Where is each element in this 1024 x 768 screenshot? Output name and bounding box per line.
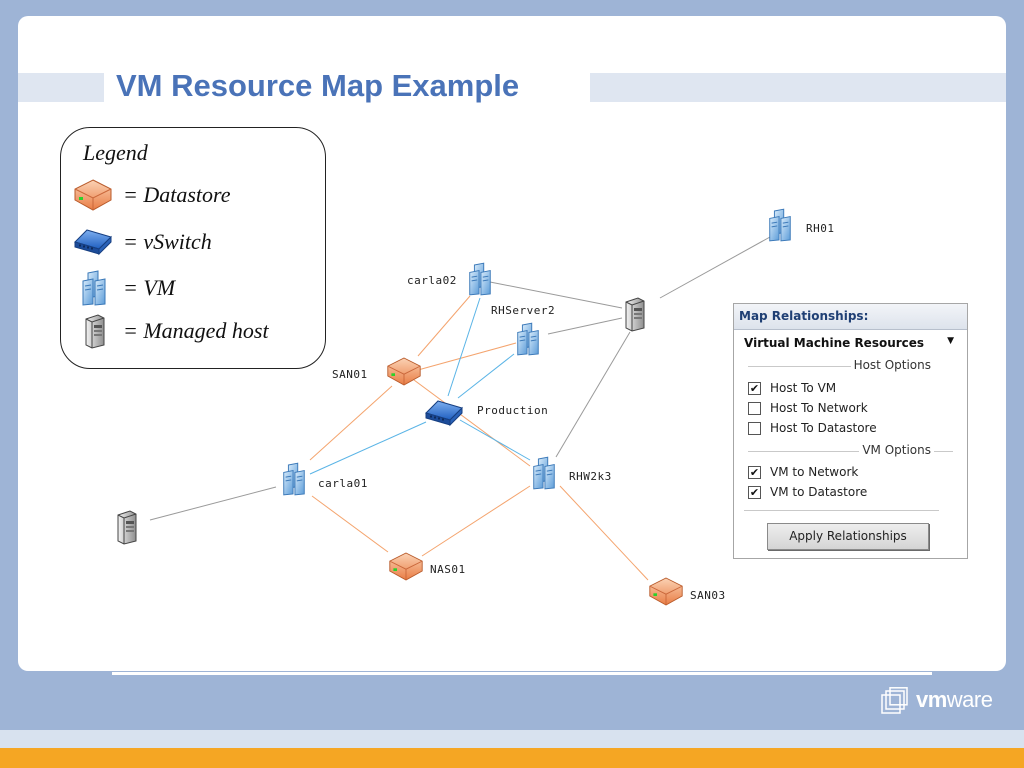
link-ds-carla01-san01 bbox=[309, 385, 393, 461]
vm-icon bbox=[283, 462, 305, 496]
link-ds-rhw2k3-nas01 bbox=[421, 485, 531, 557]
title-band-left bbox=[18, 73, 104, 102]
link-ds-carla01-nas01 bbox=[311, 495, 389, 553]
link-net-rhserver2-production bbox=[457, 353, 515, 399]
vmware-logo: vmware bbox=[880, 687, 1000, 717]
checkbox-vm-to-datastore[interactable]: ✔ bbox=[748, 486, 761, 499]
checkbox-vm-to-network[interactable]: ✔ bbox=[748, 466, 761, 479]
option-label-vm-to-datastore: VM to Datastore bbox=[770, 485, 868, 499]
view-select-value: Virtual Machine Resources bbox=[744, 336, 925, 350]
node-san01[interactable]: SAN01 bbox=[332, 357, 421, 386]
node-label-production: Production bbox=[477, 404, 548, 417]
option-host-to-network[interactable]: Host To Network bbox=[748, 400, 948, 416]
checkbox-host-to-datastore[interactable] bbox=[748, 422, 761, 435]
checkbox-host-to-network[interactable] bbox=[748, 402, 761, 415]
node-label-nas01: NAS01 bbox=[430, 563, 466, 576]
option-label-host-to-vm: Host To VM bbox=[770, 381, 837, 395]
datastore-icon bbox=[389, 552, 423, 581]
link-ds-rhw2k3-san03 bbox=[559, 485, 649, 581]
node-nas01[interactable]: NAS01 bbox=[389, 552, 466, 581]
link-host-rhw2k3 bbox=[555, 331, 631, 458]
view-select[interactable]: Virtual Machine Resources ▼ bbox=[744, 336, 956, 352]
panel-divider bbox=[744, 510, 939, 511]
bottom-rule bbox=[112, 672, 932, 675]
node-label-san03: SAN03 bbox=[690, 589, 726, 602]
node-label-san01: SAN01 bbox=[332, 368, 368, 381]
vm-options-section: VM Options bbox=[748, 443, 954, 458]
node-production[interactable]: Production bbox=[425, 400, 548, 426]
option-host-to-vm[interactable]: ✔ Host To VM bbox=[748, 380, 948, 396]
link-host-carla02 bbox=[489, 281, 623, 309]
page-title: VM Resource Map Example bbox=[116, 68, 520, 103]
map-links bbox=[149, 236, 771, 581]
map-nodes: RH01 carla02 RHServer2 SAN01 Production … bbox=[117, 208, 835, 606]
datastore-icon bbox=[649, 577, 683, 606]
legend-label-datastore: = Datastore bbox=[123, 182, 231, 207]
vm-icon bbox=[769, 208, 791, 242]
node-label-rh01: RH01 bbox=[806, 222, 835, 235]
legend-title: Legend bbox=[83, 140, 148, 165]
host-options-label: Host Options bbox=[850, 358, 934, 372]
footer-stripe-orange bbox=[0, 748, 1024, 768]
node-san03[interactable]: SAN03 bbox=[649, 577, 726, 606]
vswitch-icon bbox=[425, 400, 463, 426]
node-esx-host-left[interactable] bbox=[117, 510, 137, 545]
link-ds-carla02-san01 bbox=[417, 295, 471, 357]
node-label-carla02: carla02 bbox=[407, 274, 457, 287]
vmware-logo-icon bbox=[881, 687, 908, 714]
link-net-carla01-production bbox=[309, 421, 427, 475]
legend-item-vm: = VM bbox=[73, 269, 318, 307]
node-rhserver2[interactable]: RHServer2 bbox=[491, 304, 555, 356]
vm-icon bbox=[517, 322, 539, 356]
option-host-to-datastore[interactable]: Host To Datastore bbox=[748, 420, 948, 436]
option-label-host-to-network: Host To Network bbox=[770, 401, 868, 415]
panel-header: Map Relationships: bbox=[734, 304, 967, 330]
node-rhw2k3[interactable]: RHW2k3 bbox=[533, 456, 612, 490]
node-label-rhserver2: RHServer2 bbox=[491, 304, 555, 317]
node-esx-host-top[interactable] bbox=[625, 297, 645, 332]
legend-label-vm: = VM bbox=[123, 275, 176, 300]
legend-label-vswitch: = vSwitch bbox=[123, 229, 212, 254]
managed-host-icon bbox=[117, 510, 137, 545]
title-band-right bbox=[590, 73, 1006, 102]
legend-box: Legend = Datastore = vSwitch = VM = Mana… bbox=[60, 127, 326, 369]
vmware-wordmark: vmware bbox=[916, 687, 993, 712]
node-carla01[interactable]: carla01 bbox=[283, 462, 368, 496]
legend-item-vswitch: = vSwitch bbox=[73, 223, 318, 261]
legend-label-managed-host: = Managed host bbox=[123, 318, 269, 343]
link-host-rhserver2 bbox=[547, 317, 623, 335]
managed-host-icon bbox=[625, 297, 645, 332]
option-vm-to-network[interactable]: ✔ VM to Network bbox=[748, 464, 948, 480]
vm-icon bbox=[533, 456, 555, 490]
link-net-carla02-production bbox=[447, 297, 481, 397]
node-label-rhw2k3: RHW2k3 bbox=[569, 470, 612, 483]
host-options-section: Host Options bbox=[748, 358, 954, 373]
option-label-host-to-datastore: Host To Datastore bbox=[770, 421, 877, 435]
legend-item-managed-host: = Managed host bbox=[73, 312, 318, 350]
node-carla02[interactable]: carla02 bbox=[407, 262, 491, 296]
link-ds-san01-rhw2k3 bbox=[413, 379, 531, 467]
footer-stripe-light bbox=[0, 730, 1024, 748]
option-label-vm-to-network: VM to Network bbox=[770, 465, 859, 479]
vm-icon bbox=[469, 262, 491, 296]
link-net-rhw2k3-production bbox=[459, 419, 531, 461]
node-rh01[interactable]: RH01 bbox=[769, 208, 835, 242]
link-host-carla01 bbox=[149, 486, 277, 521]
vm-options-label: VM Options bbox=[859, 443, 934, 457]
link-ds-rhserver2-san01 bbox=[417, 342, 517, 371]
option-vm-to-datastore[interactable]: ✔ VM to Datastore bbox=[748, 484, 948, 500]
checkbox-host-to-vm[interactable]: ✔ bbox=[748, 382, 761, 395]
map-relationships-panel: Map Relationships: Virtual Machine Resou… bbox=[733, 303, 968, 559]
node-label-carla01: carla01 bbox=[318, 477, 368, 490]
apply-relationships-button[interactable]: Apply Relationships bbox=[767, 523, 929, 550]
chevron-down-icon[interactable]: ▼ bbox=[947, 336, 954, 346]
link-host-rh01 bbox=[659, 236, 771, 299]
legend-item-datastore: = Datastore bbox=[73, 176, 318, 214]
